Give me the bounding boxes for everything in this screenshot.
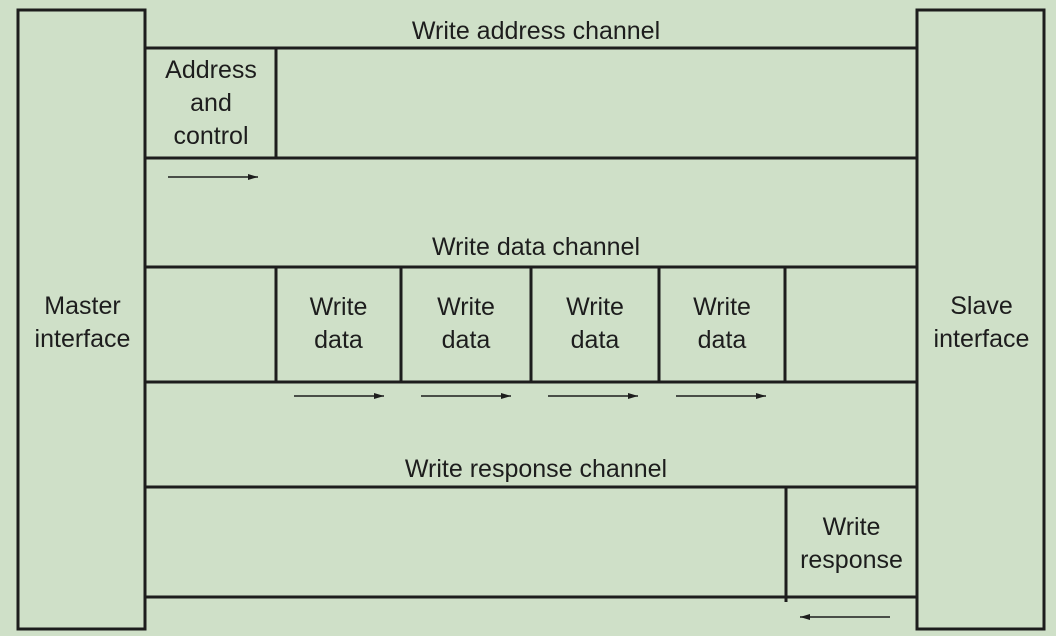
write-response-line2: response — [800, 546, 903, 574]
address-line1: Address — [165, 56, 257, 84]
write-data-line2: data — [314, 326, 363, 354]
write-data-line1: Write — [309, 293, 368, 321]
master-interface-box — [16, 8, 147, 631]
write-response-channel-title: Write response channel — [404, 455, 668, 483]
slave-label-line2: interface — [933, 325, 1030, 353]
write-data-line1: Write — [693, 293, 751, 321]
write-data-block: Write data — [276, 291, 401, 357]
write-data-line1: Write — [566, 293, 624, 321]
write-address-channel-title: Write address channel — [411, 17, 661, 45]
master-interface-label: Master interface — [18, 290, 147, 356]
address-line3: control — [173, 122, 249, 150]
master-label-line2: interface — [34, 325, 131, 353]
write-data-block: Write data — [659, 291, 785, 357]
slave-label-line1: Slave — [950, 292, 1013, 320]
write-data-line1: Write — [437, 293, 495, 321]
write-data-block: Write data — [401, 291, 531, 357]
write-data-block: Write data — [531, 291, 659, 357]
slave-interface-box — [915, 8, 1046, 631]
write-response-line1: Write — [822, 513, 881, 541]
write-data-line2: data — [570, 326, 620, 354]
write-response-block: Write response — [786, 511, 917, 577]
slave-interface-label: Slave interface — [917, 290, 1046, 356]
address-control-block: Address and control — [146, 54, 276, 153]
address-line2: and — [190, 89, 232, 117]
write-data-line2: data — [697, 326, 747, 354]
write-data-channel-title: Write data channel — [432, 233, 640, 261]
master-label-line1: Master — [44, 292, 121, 320]
write-data-line2: data — [441, 326, 491, 354]
